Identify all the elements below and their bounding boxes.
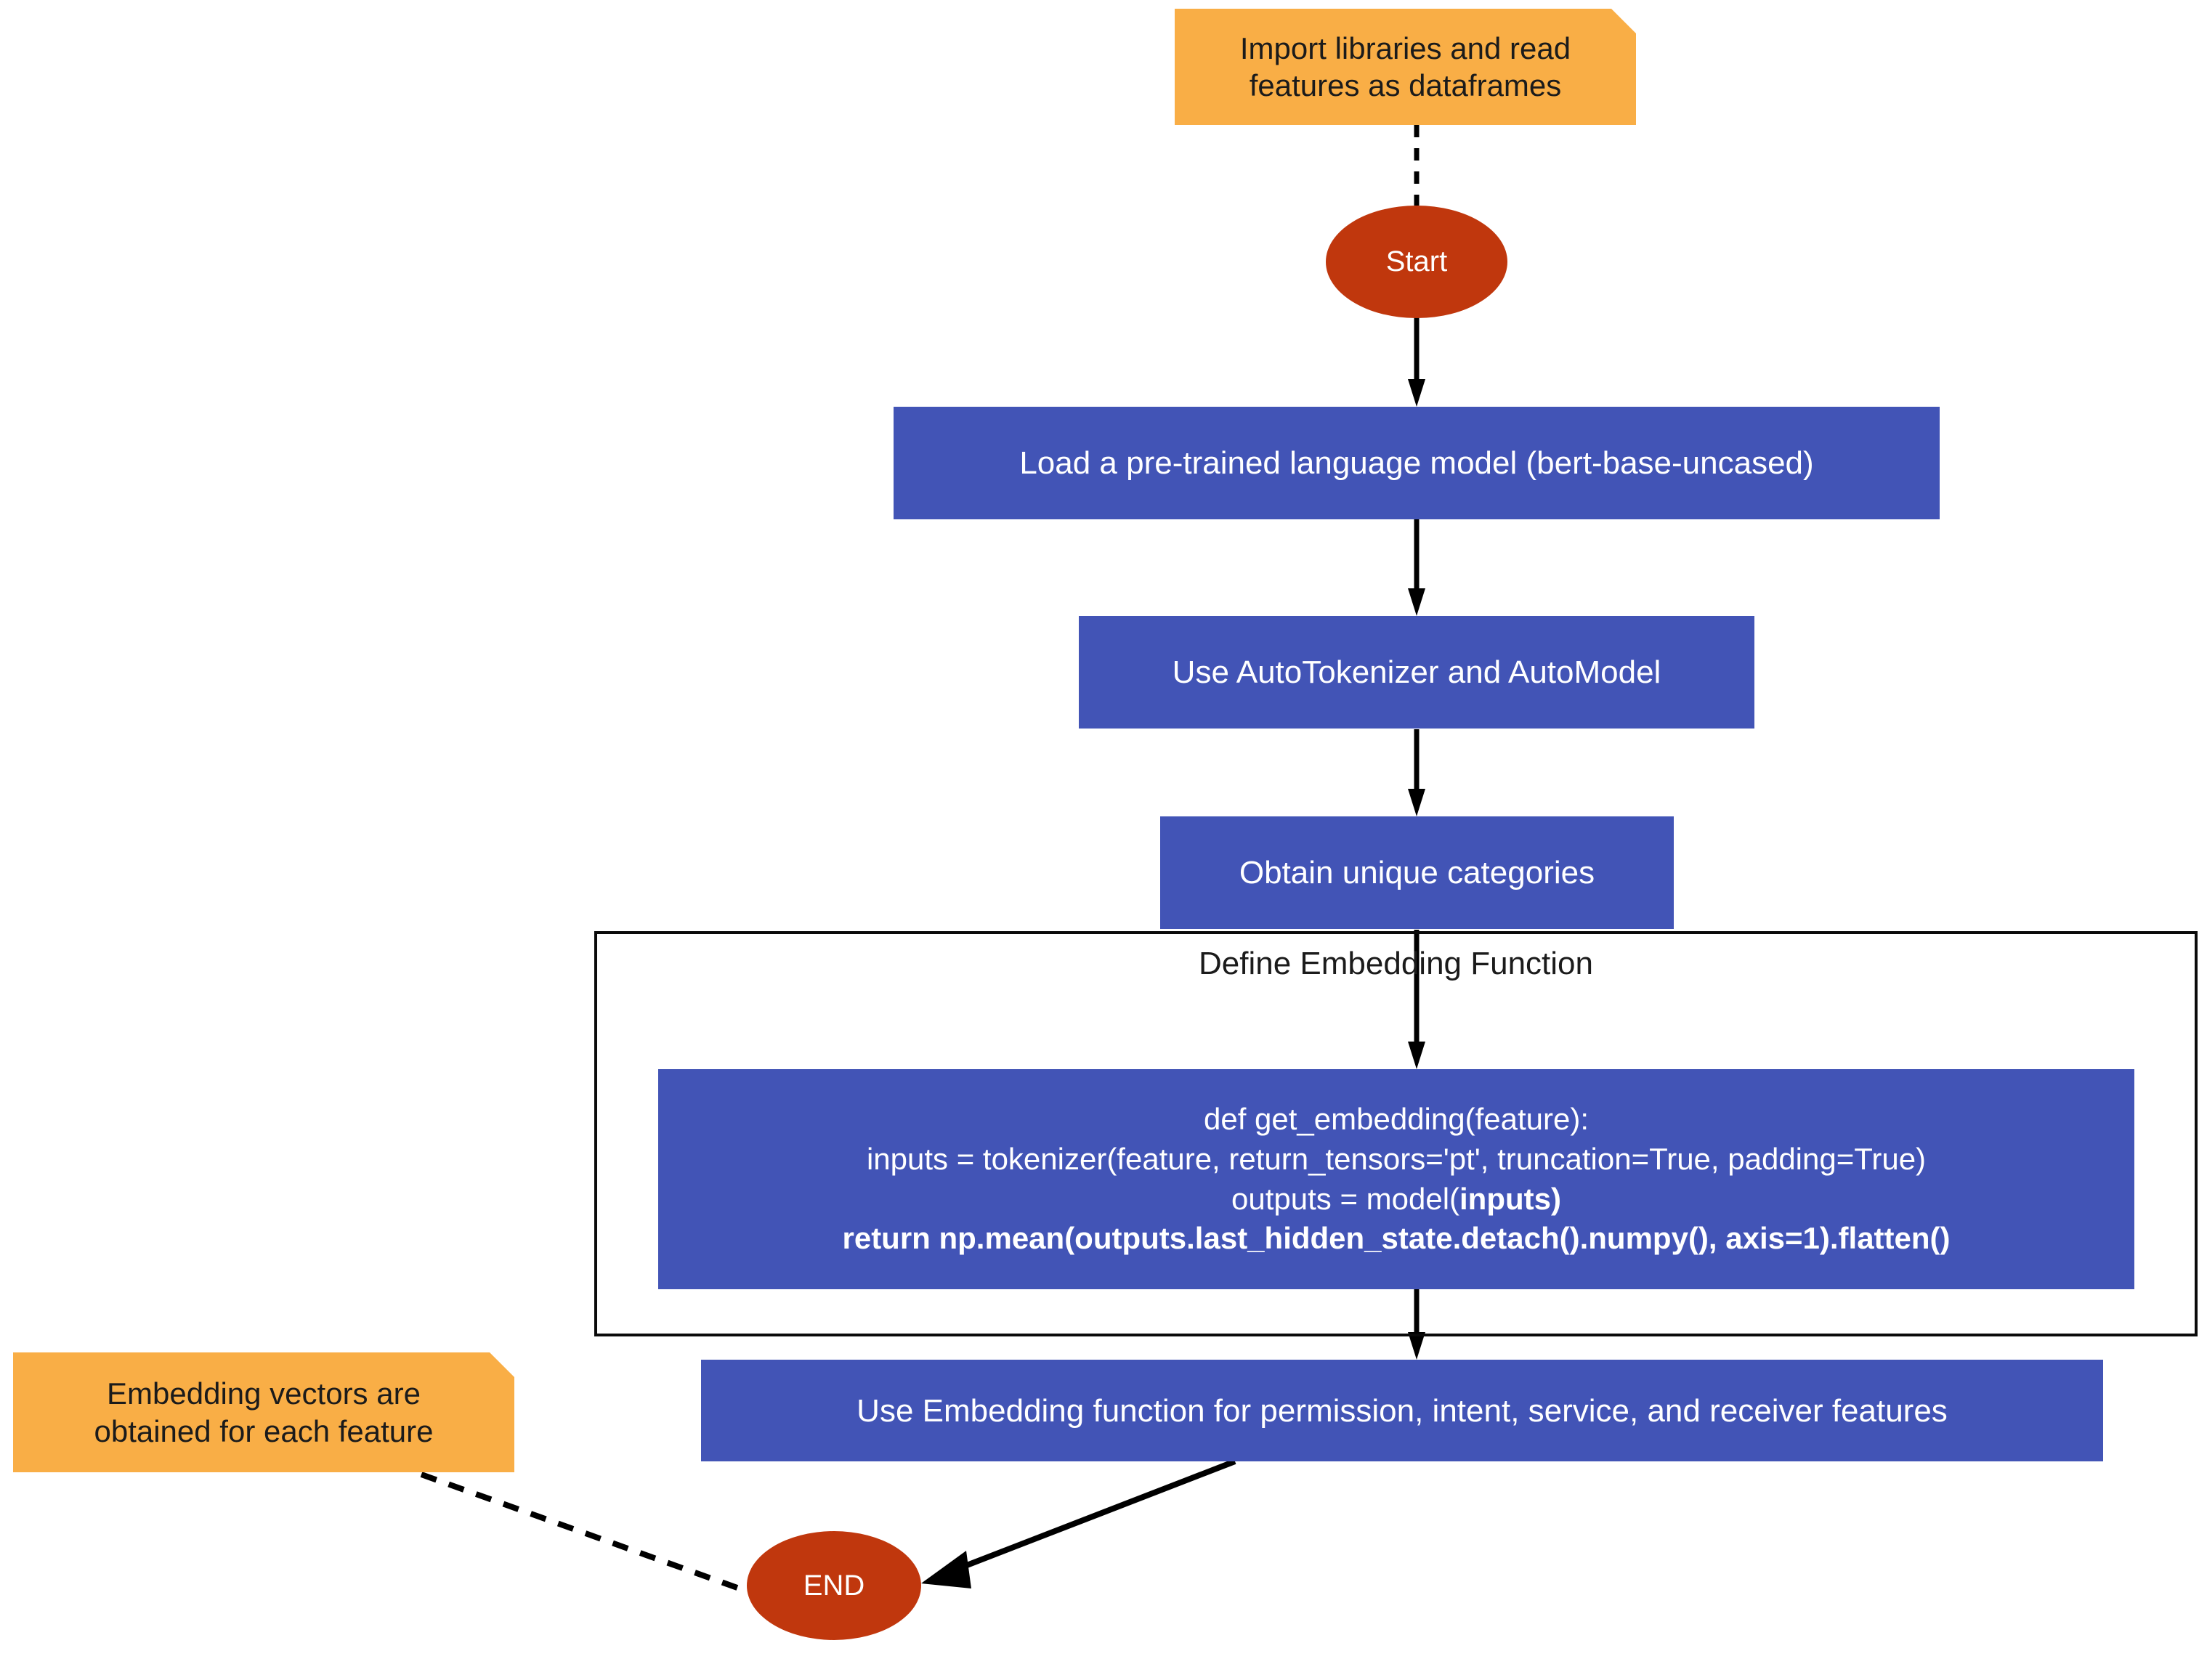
process-unique-categories-label: Obtain unique categories bbox=[1239, 855, 1595, 890]
note-embedding-vectors: Embedding vectors are obtained for each … bbox=[13, 1352, 514, 1472]
arrowhead-unique-categories bbox=[1408, 789, 1425, 816]
code-line-3-plain: outputs = model( bbox=[1231, 1181, 1460, 1216]
code-line-4: return np.mean(outputs.last_hidden_state… bbox=[842, 1221, 1951, 1256]
note-import-line-1: Import libraries and read bbox=[1239, 31, 1571, 65]
code-line-3-bold: inputs) bbox=[1459, 1181, 1561, 1216]
code-block-get-embedding[interactable]: def get_embedding(feature): inputs = tok… bbox=[658, 1069, 2134, 1289]
process-auto-tokenizer[interactable]: Use AutoTokenizer and AutoModel bbox=[1079, 616, 1754, 729]
process-load-model-label: Load a pre-trained language model (bert-… bbox=[1019, 445, 1814, 481]
note-import-line-2: features as dataframes bbox=[1249, 68, 1562, 102]
note-vectors-line-2: obtained for each feature bbox=[94, 1413, 434, 1448]
subgraph-title: Define Embedding Function bbox=[1199, 946, 1593, 981]
code-line-2: inputs = tokenizer(feature, return_tenso… bbox=[866, 1141, 1927, 1176]
arrowhead-end bbox=[921, 1551, 971, 1588]
arrowhead-auto-tokenizer bbox=[1408, 588, 1425, 616]
process-unique-categories[interactable]: Obtain unique categories bbox=[1160, 816, 1674, 929]
subgraph-define-embedding-function: Define Embedding Function bbox=[594, 931, 2198, 1336]
end-node-label: END bbox=[803, 1569, 865, 1602]
start-node[interactable]: Start bbox=[1326, 206, 1507, 318]
code-line-3: outputs = model(inputs) bbox=[1231, 1180, 1561, 1220]
edge-use-embedding-function-to-end bbox=[956, 1458, 1236, 1572]
code-line-1: def get_embedding(feature): bbox=[1203, 1102, 1590, 1137]
start-node-label: Start bbox=[1385, 245, 1448, 277]
process-use-embedding-function[interactable]: Use Embedding function for permission, i… bbox=[701, 1360, 2103, 1461]
end-node[interactable]: END bbox=[747, 1531, 921, 1640]
process-auto-tokenizer-label: Use AutoTokenizer and AutoModel bbox=[1172, 654, 1661, 690]
process-use-embedding-function-label: Use Embedding function for permission, i… bbox=[857, 1392, 1948, 1429]
note-import-libraries: Import libraries and read features as da… bbox=[1175, 9, 1636, 125]
arrowhead-load-model bbox=[1408, 379, 1425, 407]
edge-note-vectors-to-end bbox=[420, 1472, 757, 1597]
process-load-model[interactable]: Load a pre-trained language model (bert-… bbox=[894, 407, 1940, 519]
note-vectors-line-1: Embedding vectors are bbox=[107, 1376, 421, 1411]
